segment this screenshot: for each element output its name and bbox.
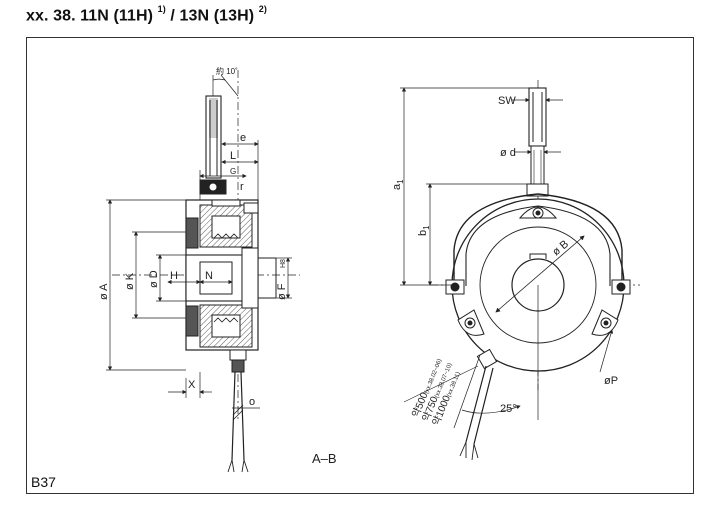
dim-label-H: H [170, 270, 178, 282]
dim-label-D: ø D [148, 270, 160, 288]
page-reference: B37 [31, 474, 56, 490]
dim-label-L: L [230, 150, 236, 162]
dim-label-N: N [205, 270, 213, 282]
dim-label-A: ø A [98, 283, 110, 300]
front-lever [528, 87, 547, 147]
dim-label-d: ø d [500, 147, 516, 159]
dim-label-F-tolerance: H8 [280, 259, 287, 268]
title-footnote-2: 2) [258, 4, 267, 14]
dim-label-P: øP [604, 375, 618, 387]
angle-label-side: 約 10˚ [216, 66, 238, 76]
title-footnote-1: 1) [157, 4, 166, 14]
dim-label-G: G [230, 167, 236, 176]
drawing-frame [26, 37, 694, 494]
a1-main: a [391, 183, 403, 190]
front-view [430, 80, 640, 461]
dim-label-o: o [249, 396, 255, 408]
side-section-view [112, 70, 300, 473]
dim-label-r: r [240, 181, 244, 193]
title-variant: / 13N (13H) [170, 7, 255, 25]
dim-label-SW: SW [498, 95, 516, 107]
dim-label-a1: a1 [391, 179, 405, 190]
a1-sub: 1 [396, 179, 405, 184]
b1-main: b [417, 230, 429, 236]
cable-length-notes: 약500(xx.38.02~06) 약750(xx.38.07~10) 약100… [410, 358, 462, 427]
dim-label-e: e [240, 132, 246, 144]
angle-label-25: 25° [500, 403, 517, 415]
dim-label-K: ø K [124, 272, 136, 290]
b1-sub: 1 [422, 225, 431, 230]
title-main: xx. 38. 11N (11H) [26, 7, 154, 25]
front-view-dimensions [400, 87, 614, 429]
dim-label-X: X [188, 379, 196, 391]
section-label: A–B [312, 451, 337, 466]
page-title: xx. 38. 11N (11H) 1) / 13N (13H) 2) [26, 4, 267, 25]
dim-label-F: ø F [276, 283, 288, 300]
side-view-dimensions [106, 140, 292, 409]
dim-label-b1: b1 [417, 225, 431, 236]
